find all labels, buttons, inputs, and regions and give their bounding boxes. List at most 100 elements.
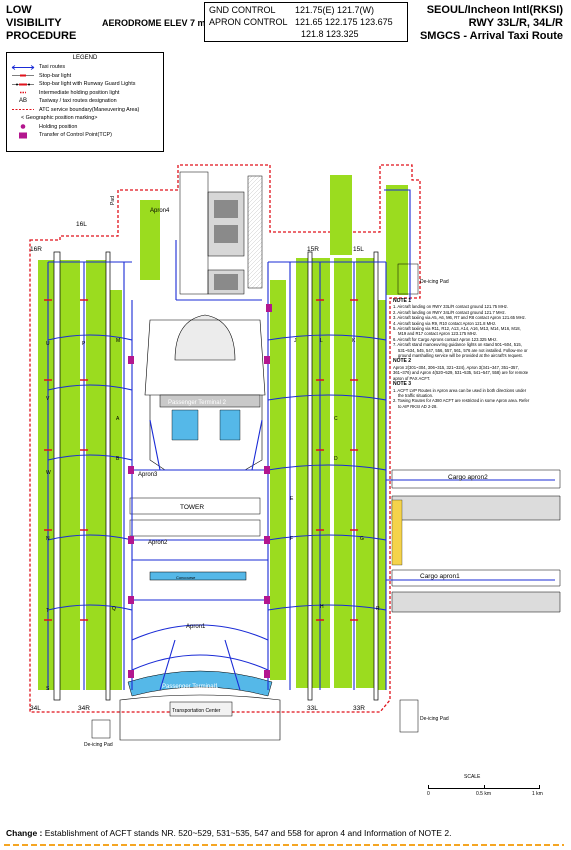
taxiway-letter: S (46, 686, 50, 692)
legend-text: Stop-bar light (39, 72, 72, 79)
intermediate-holding-icon (10, 89, 36, 96)
procedure-title: LOW VISIBILITY PROCEDURE (6, 4, 76, 43)
taxiway-letter: B (116, 456, 120, 462)
aerodrome-title: SEOUL/Incheon Intl(RKSI) RWY 33L/R, 34L/… (420, 4, 563, 43)
runway-label: 15R (307, 246, 319, 253)
runways: RWY 33L/R, 34L/R (468, 17, 563, 29)
note-item: 6. Aircraft for Cargo Aprons contact Apr… (393, 336, 498, 342)
taxiway-letter: H (320, 604, 324, 610)
stop-bar-icon (10, 72, 36, 79)
taxiway-letter: U (46, 341, 50, 347)
taxiway-letter: M (116, 338, 120, 344)
legend-text: ATC service boundary(Maneuvering Area) (39, 106, 140, 113)
cargo-aprons (391, 469, 561, 613)
deicing-pad-se (399, 699, 419, 733)
note-item: 5. Aircraft taxiing via R11, R12, A13, A… (393, 326, 521, 337)
runways (53, 251, 379, 701)
area-label: Apron4 (150, 208, 170, 214)
runway-label: 34L (30, 705, 41, 712)
freq-values: 121.65 122.175 123.675 (295, 17, 393, 27)
note-item: 2. Towing Routes for A380 ACFT are restr… (393, 398, 530, 409)
note-item: 4. Aircraft taxiing via R9, R10 contact … (393, 320, 497, 326)
scale-tick-label: 0.5 km (476, 791, 492, 797)
area-label: Passenger Terminal 2 (168, 400, 227, 406)
legend-text: Taxiway / taxi routes designation (39, 98, 117, 105)
note-item: 7. Aircraft stand manoeuvring guidance l… (393, 342, 528, 359)
area-label: De-icing Pad (84, 742, 113, 748)
stop-bars (44, 299, 358, 621)
legend-text: Holding position (39, 123, 78, 130)
taxiway-letter: F (290, 536, 293, 542)
taxi-route-arrow-icon (10, 64, 36, 71)
stop-bar-rgl-icon (10, 81, 36, 88)
note-item: Apron 2(301~304, 306~315, 321~324), Apro… (393, 364, 529, 381)
scale-title: SCALE (464, 774, 481, 780)
area-label: TOWER (180, 504, 204, 511)
concourse (149, 571, 247, 581)
freq-row: GND CONTROL 121.75(E) 121.7(W) (209, 4, 403, 16)
legend-item: Stop-bar light with Runway Guard Lights (10, 80, 160, 89)
legend-item: < Geographic position marking> (10, 114, 160, 123)
taxiway-letters: U V W N T S P A B C D E F G H J K L M Q … (46, 338, 380, 692)
taxiway-letter: J (294, 338, 297, 344)
note-item: 2. Aircraft landing on RWY 34L/R contact… (393, 309, 506, 315)
area-label: Passenger Terminal1 (162, 684, 219, 690)
area-label: Transportation Center (172, 708, 221, 714)
deicing-pad-sw (91, 719, 111, 739)
change-note: Change : Establishment of ACFT stands NR… (6, 828, 451, 838)
note-heading: NOTE 3 (393, 381, 412, 388)
legend: LEGEND Taxi routes Stop-bar light Stop-b… (6, 52, 164, 152)
legend-item: Transfer of Control Point(TCP) (10, 131, 160, 140)
deicing-pad-ne (397, 263, 419, 295)
chart-type: SMGCS - Arrival Taxi Route (419, 30, 563, 42)
taxiway-letter: E (290, 496, 294, 502)
taxiway-letter: W (46, 470, 51, 476)
notes-panel: NOTE 1 1. Aircraft landing on RWY 33L/R … (393, 298, 530, 409)
title-line: LOW (6, 4, 32, 16)
freq-values: 121.8 123.325 (301, 29, 359, 39)
change-text: Establishment of ACFT stands NR. 520~529… (44, 828, 452, 838)
freq-row: APRON CONTROL 121.65 122.175 123.675 (209, 16, 403, 28)
taxiway-letter: D (334, 456, 338, 462)
scale-bar: SCALE 0 0.5 km 1 km (424, 774, 544, 804)
apron4-stands (179, 171, 263, 295)
taxiway-letter: L (320, 338, 323, 344)
apron2-block (129, 519, 261, 537)
footer-rule (4, 844, 564, 846)
frequency-box: GND CONTROL 121.75(E) 121.7(W) APRON CON… (204, 2, 408, 42)
legend-title: LEGEND (72, 55, 98, 61)
runway-label: 34R (78, 705, 90, 712)
area-label: Cargo apron1 (420, 573, 460, 580)
legend-item: Taxi routes (10, 63, 160, 72)
taxiway-letter: Q (112, 606, 116, 612)
area-label: Apron3 (138, 472, 158, 478)
freq-label: GND CONTROL (209, 5, 276, 15)
runway-label: 15L (353, 246, 364, 253)
legend-text: < Geographic position marking> (21, 115, 98, 122)
area-label: Pad (110, 196, 116, 205)
area-label: Apron1 (186, 624, 206, 630)
scale-tick-label: 1 km (532, 791, 543, 797)
passenger-terminal-2 (144, 314, 266, 471)
area-label: Apron2 (148, 540, 168, 546)
atc-boundary-icon (10, 106, 36, 113)
tcp-icon (10, 132, 36, 139)
note-item: 1. Aircraft landing on RWY 33L/R contact… (393, 304, 509, 310)
legend-text: Taxi routes (39, 64, 66, 71)
taxiway-letter: G (360, 536, 364, 542)
taxi-routes (47, 189, 555, 691)
legend-item: Intermediate holding position light (10, 89, 160, 98)
atc-boundary (29, 164, 421, 713)
aerodrome-map: 16R 16L 15R 15L 34L 34R 33L 33R Apron4 P… (29, 164, 561, 748)
note-heading: NOTE 1 (393, 298, 412, 304)
taxiway-letter: P (82, 341, 86, 347)
note-heading: NOTE 2 (393, 358, 412, 365)
passenger-terminal-1 (119, 670, 281, 741)
runway-label: 16R (30, 246, 42, 253)
freq-label (209, 28, 295, 40)
taxiway-letter: A (116, 416, 120, 422)
legend-text: Stop-bar light with Runway Guard Lights (39, 81, 136, 88)
freq-row: 121.8 123.325 (209, 28, 403, 40)
title-line: VISIBILITY (6, 17, 62, 29)
